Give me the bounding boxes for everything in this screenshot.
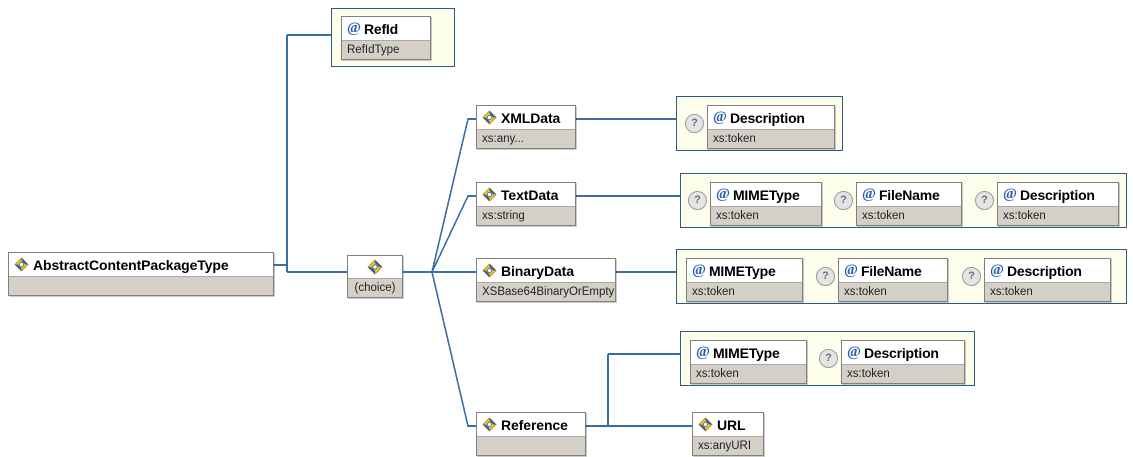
attr-name-row: @ Description	[708, 106, 834, 129]
optional-marker-icon: ?	[834, 191, 853, 210]
node-binarydata[interactable]: BinaryData XSBase64BinaryOrEmpty	[476, 258, 616, 302]
attr-name-row: @ Description	[985, 259, 1110, 282]
optional-marker-icon: ?	[688, 191, 707, 210]
at-sign-icon: @	[990, 262, 1004, 278]
node-name-row: Reference	[477, 413, 585, 436]
at-sign-icon: @	[692, 262, 706, 278]
attr-xmldata-description[interactable]: @ Description xs:token	[707, 105, 835, 149]
node-name-row: AbstractContentPackageType	[9, 253, 273, 276]
at-sign-icon: @	[844, 262, 858, 278]
node-reference[interactable]: Reference	[476, 412, 586, 456]
element-icon	[482, 110, 497, 125]
attr-label: FileName	[878, 186, 940, 203]
node-label: URL	[717, 416, 746, 433]
attr-textdata-filename[interactable]: @ FileName xs:token	[856, 182, 962, 226]
attr-name-row: @ MIMEType	[691, 341, 806, 364]
attr-textdata-description[interactable]: @ Description xs:token	[997, 182, 1119, 226]
attr-label: MIMEType	[712, 344, 780, 361]
node-abstract-content-package-type[interactable]: AbstractContentPackageType	[8, 252, 274, 296]
attr-reference-description[interactable]: @ Description xs:token	[841, 340, 965, 384]
node-choice[interactable]: (choice)	[347, 255, 403, 298]
optional-marker-icon: ?	[975, 191, 994, 210]
attr-label: RefId	[363, 20, 398, 37]
attr-name-row: @ MIMEType	[687, 259, 802, 282]
at-sign-icon: @	[716, 186, 730, 202]
node-name-row: URL	[693, 413, 763, 436]
element-icon	[14, 257, 29, 272]
attr-label: Description	[729, 109, 805, 126]
node-label: TextData	[501, 186, 559, 203]
optional-marker-icon: ?	[819, 349, 838, 368]
attr-type: xs:token	[711, 206, 821, 225]
node-name-row: BinaryData	[477, 259, 615, 282]
attr-type: xs:token	[687, 282, 802, 301]
node-xmldata[interactable]: XMLData xs:any...	[476, 105, 576, 149]
at-sign-icon: @	[713, 109, 727, 125]
node-name-row: TextData	[477, 183, 575, 206]
node-label: AbstractContentPackageType	[33, 256, 229, 273]
node-type: xs:anyURI	[693, 436, 763, 455]
element-icon	[482, 263, 497, 278]
attr-name-row: @ Description	[842, 341, 964, 364]
at-sign-icon: @	[1003, 186, 1017, 202]
attr-type: xs:token	[857, 206, 961, 225]
attr-refid[interactable]: @ RefId RefIdType	[341, 16, 431, 60]
attr-binarydata-filename[interactable]: @ FileName xs:token	[838, 258, 948, 302]
attr-type: xs:token	[842, 364, 964, 383]
choice-label: (choice)	[348, 278, 402, 297]
attr-type: xs:token	[708, 129, 834, 148]
at-sign-icon: @	[347, 20, 361, 36]
attr-name-row: @ MIMEType	[711, 183, 821, 206]
node-label: BinaryData	[501, 262, 574, 279]
attr-reference-mimetype[interactable]: @ MIMEType xs:token	[690, 340, 807, 384]
node-label: Reference	[501, 416, 568, 433]
attr-name-row: @ Description	[998, 183, 1118, 206]
node-type	[9, 276, 273, 295]
attr-label: MIMEType	[708, 262, 776, 279]
node-type: XSBase64BinaryOrEmpty	[477, 282, 615, 301]
at-sign-icon: @	[862, 186, 876, 202]
attr-textdata-mimetype[interactable]: @ MIMEType xs:token	[710, 182, 822, 226]
element-icon	[698, 417, 713, 432]
node-label: XMLData	[501, 109, 561, 126]
attr-name-row: @ FileName	[839, 259, 947, 282]
at-sign-icon: @	[847, 344, 861, 360]
attr-type: xs:token	[985, 282, 1110, 301]
attr-type: xs:token	[998, 206, 1118, 225]
attr-label: Description	[863, 344, 939, 361]
attr-label: Description	[1019, 186, 1095, 203]
optional-marker-icon: ?	[816, 267, 835, 286]
optional-marker-icon: ?	[962, 267, 981, 286]
attr-name-row: @ FileName	[857, 183, 961, 206]
choice-icon	[367, 259, 383, 275]
choice-icon-row	[348, 256, 402, 278]
element-icon	[482, 417, 497, 432]
node-type: xs:string	[477, 206, 575, 225]
element-icon	[482, 187, 497, 202]
attr-label: Description	[1006, 262, 1082, 279]
node-type: xs:any...	[477, 129, 575, 148]
attr-label: MIMEType	[732, 186, 800, 203]
optional-marker-icon: ?	[685, 114, 704, 133]
node-textdata[interactable]: TextData xs:string	[476, 182, 576, 226]
attr-binarydata-mimetype[interactable]: @ MIMEType xs:token	[686, 258, 803, 302]
attr-type: xs:token	[839, 282, 947, 301]
node-name-row: XMLData	[477, 106, 575, 129]
attr-label: FileName	[860, 262, 922, 279]
at-sign-icon: @	[696, 344, 710, 360]
attr-type: RefIdType	[342, 40, 430, 59]
attr-binarydata-description[interactable]: @ Description xs:token	[984, 258, 1111, 302]
attr-name-row: @ RefId	[342, 17, 430, 40]
node-url[interactable]: URL xs:anyURI	[692, 412, 764, 456]
attr-type: xs:token	[691, 364, 806, 383]
node-type	[477, 436, 585, 455]
